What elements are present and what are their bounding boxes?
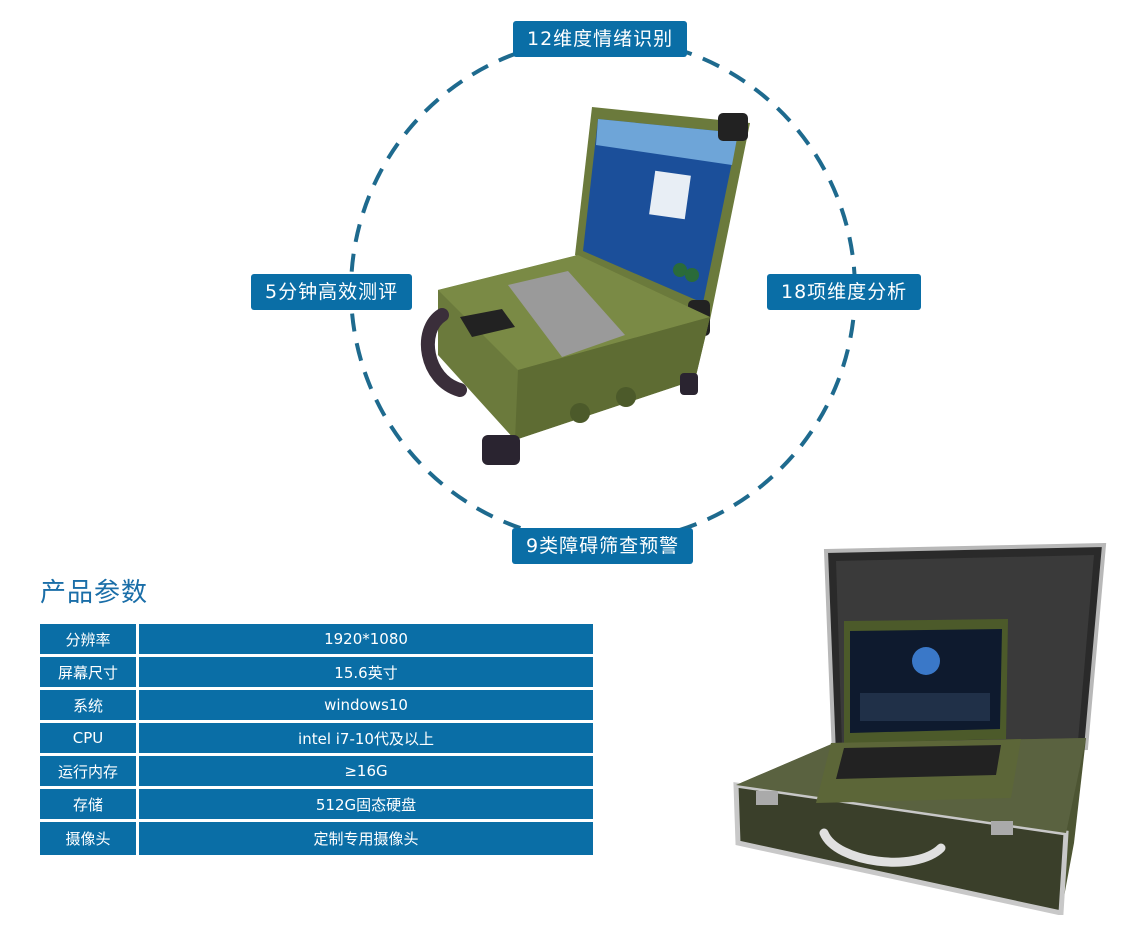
param-value: ≥16G (137, 754, 593, 789)
product-params-table: 分辨率 1920*1080 屏幕尺寸 15.6英寸 系统 windows10 C… (40, 624, 593, 858)
param-value: 512G固态硬盘 (137, 787, 593, 822)
param-label: 分辨率 (40, 624, 139, 657)
param-label: 屏幕尺寸 (40, 655, 139, 690)
table-row: 运行内存 ≥16G (40, 754, 593, 789)
table-row: 存储 512G固态硬盘 (40, 787, 593, 822)
param-value: 1920*1080 (137, 624, 593, 657)
table-row: CPU intel i7-10代及以上 (40, 721, 593, 756)
rugged-laptop-image (420, 107, 750, 465)
param-label: CPU (40, 721, 139, 756)
param-value: 定制专用摄像头 (137, 820, 593, 858)
feature-badge-right: 18项维度分析 (767, 274, 922, 310)
param-value: intel i7-10代及以上 (137, 721, 593, 756)
param-label: 系统 (40, 688, 139, 723)
feature-badge-top: 12维度情绪识别 (513, 21, 688, 57)
section-title: 产品参数 (40, 578, 149, 608)
param-label: 存储 (40, 787, 139, 822)
param-label: 运行内存 (40, 754, 139, 789)
table-row: 系统 windows10 (40, 688, 593, 723)
table-row: 分辨率 1920*1080 (40, 624, 593, 657)
table-row: 摄像头 定制专用摄像头 (40, 820, 593, 858)
param-value: windows10 (137, 688, 593, 723)
param-value: 15.6英寸 (137, 655, 593, 690)
feature-badge-bottom: 9类障碍筛查预警 (512, 528, 694, 564)
feature-badge-left: 5分钟高效测评 (251, 274, 413, 310)
carrying-case-image (733, 543, 1107, 915)
param-label: 摄像头 (40, 820, 139, 858)
table-row: 屏幕尺寸 15.6英寸 (40, 655, 593, 690)
